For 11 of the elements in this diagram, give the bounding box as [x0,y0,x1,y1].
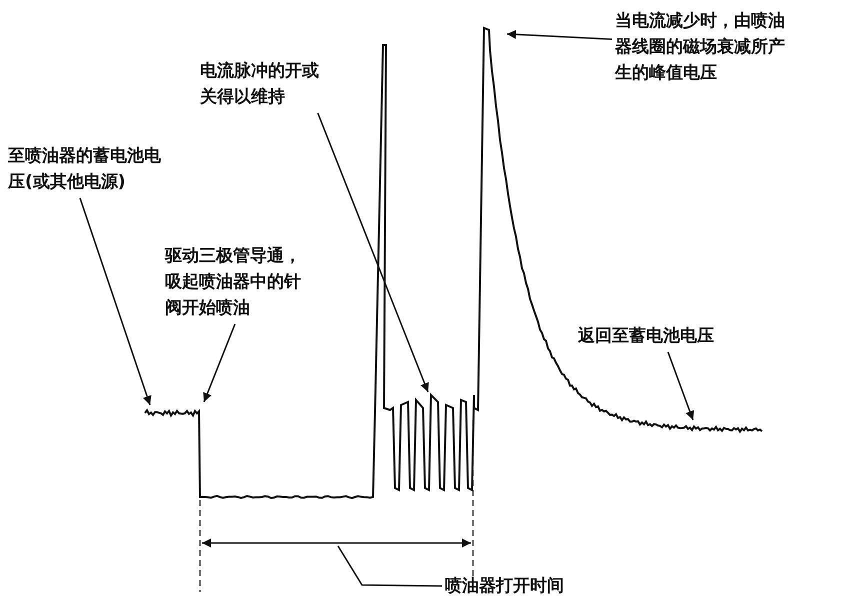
leader-line [506,30,612,40]
annotation-text: 返回至蓄电池电压 [578,323,758,349]
leader-line [317,112,429,392]
annotation-text: 电流脉冲的开或关得以维持 [200,58,324,110]
leader-line [667,352,694,420]
annotation-text: 当电流减少时，由喷油器线圈的磁场衰减所产生的峰值电压 [615,8,791,86]
leader-line [79,198,152,406]
leader-line [337,546,442,587]
annotation-text: 至喷油器的蓄电池电压(或其他电源) [8,143,168,195]
leader-line [203,324,236,402]
annotation-text: 驱动三极管导通，吸起喷油器中的针阀开始喷油 [165,243,305,321]
